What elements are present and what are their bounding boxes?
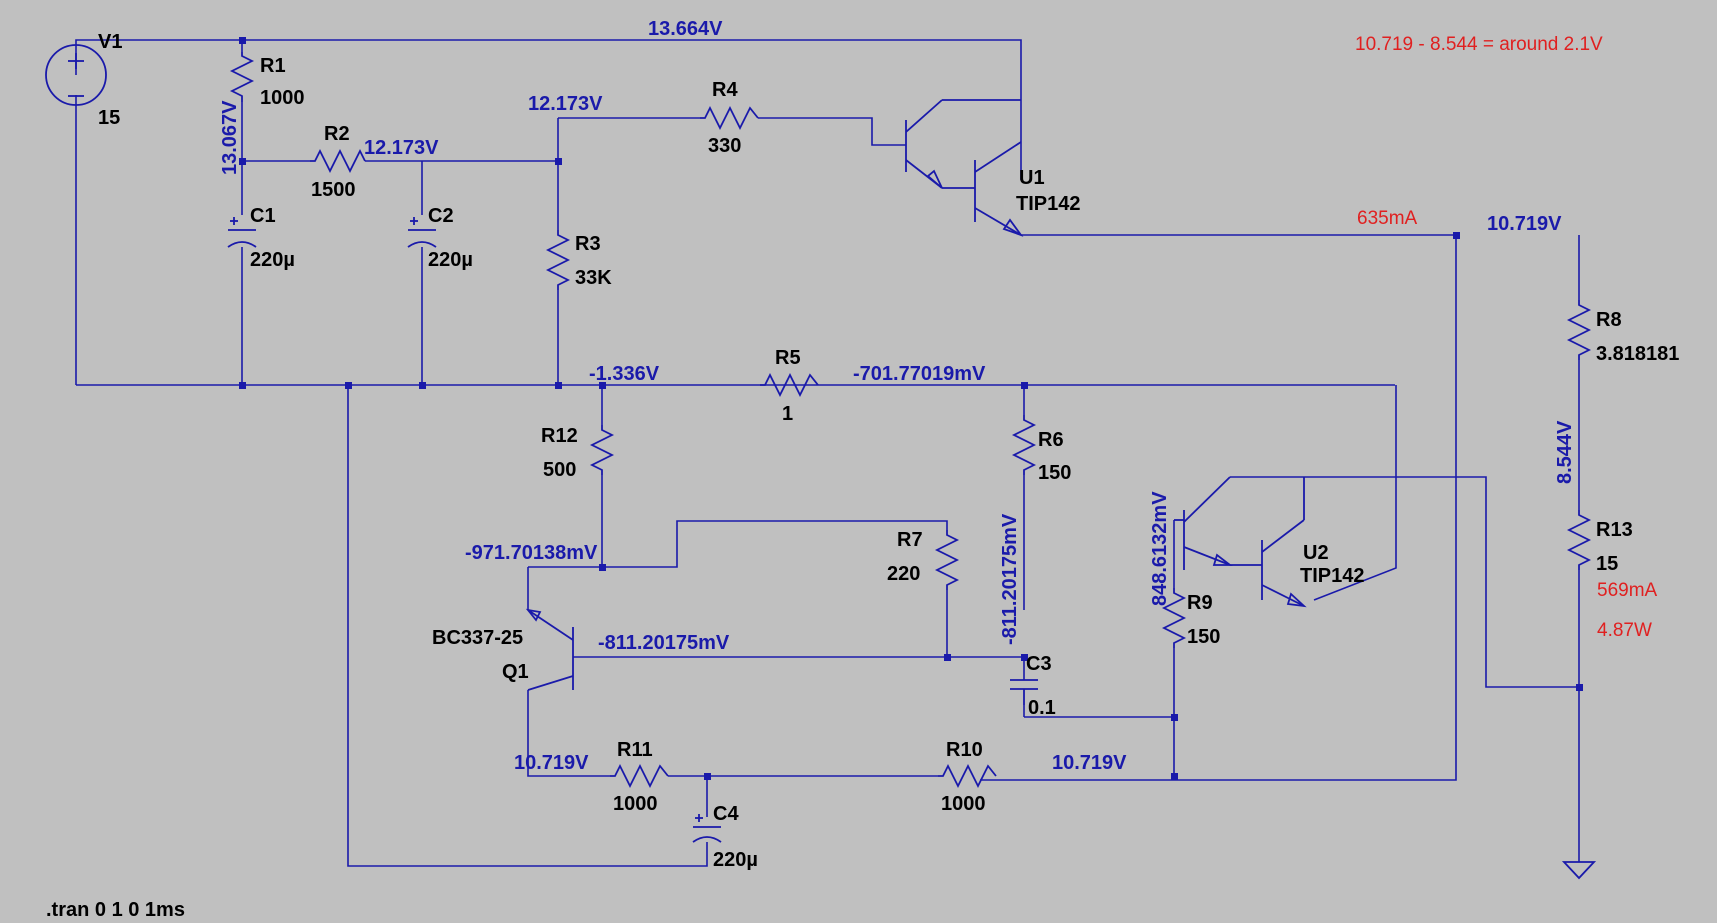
node-voltage-label: 10.719V (1052, 752, 1127, 774)
junction-dots (239, 37, 1583, 780)
r7-resistor (934, 530, 960, 590)
r9-resistor (1161, 588, 1187, 648)
node-voltage-label: 8.544V (1554, 420, 1576, 484)
v1-voltage-source (45, 44, 107, 106)
r1-resistor (229, 52, 255, 102)
r1-ref: R1 (260, 55, 286, 77)
q1-ref: BC337-25 (432, 627, 523, 649)
r11-value: 1000 (613, 793, 658, 815)
r8-resistor (1566, 300, 1592, 360)
r12-ref: R12 (541, 425, 578, 447)
r12-value: 500 (543, 459, 576, 481)
v1-ref: V1 (98, 31, 122, 53)
node-voltage-label: 13.664V (648, 18, 723, 40)
node-voltage-label: 12.173V (528, 93, 603, 115)
node-voltage-label: 13.067V (219, 100, 241, 175)
r8-ref: R8 (1596, 309, 1622, 331)
c3-value: 0.1 (1028, 697, 1056, 719)
c2-capacitor (407, 217, 437, 248)
r12-resistor (589, 425, 615, 475)
node-voltage-label: -811.20175mV (999, 513, 1021, 645)
r6-ref: R6 (1038, 429, 1064, 451)
r4-value: 330 (708, 135, 741, 157)
wires (75, 39, 1580, 867)
r3-value: 33K (575, 267, 612, 289)
r2-ref: R2 (324, 123, 350, 145)
r8-value: 3.818181 (1596, 343, 1679, 365)
node-voltage-label: 10.719V (1487, 213, 1562, 235)
spice-directive: .tran 0 1 0 1ms (46, 899, 185, 921)
c3-capacitor (1010, 679, 1038, 705)
u2-ref: U2 (1303, 542, 1329, 564)
r11-resistor (610, 763, 669, 789)
r2-value: 1500 (311, 179, 356, 201)
r11-ref: R11 (617, 739, 653, 761)
c1-capacitor (227, 217, 257, 248)
c1-ref: C1 (250, 205, 276, 227)
r13-ref: R13 (1596, 519, 1633, 541)
c4-capacitor (692, 814, 722, 843)
r4-ref: R4 (712, 79, 738, 101)
r9-ref: R9 (1187, 592, 1213, 614)
r3-ref: R3 (575, 233, 601, 255)
r3-resistor (545, 230, 571, 290)
c3-ref: C3 (1026, 653, 1052, 675)
node-voltage-label: -701.77019mV (853, 363, 986, 385)
u2-value: TIP142 (1300, 565, 1364, 587)
r7-ref: R7 (897, 529, 923, 551)
u1-value: TIP142 (1016, 193, 1080, 215)
r10-value: 1000 (941, 793, 986, 815)
r6-value: 150 (1038, 462, 1071, 484)
u2-darlington-transistor (1174, 476, 1307, 608)
r10-ref: R10 (946, 739, 983, 761)
r1-value: 1000 (260, 87, 305, 109)
u1-darlington-transistor (905, 99, 1024, 237)
current-annotation: 569mA (1597, 580, 1658, 601)
node-voltage-label: -811.20175mV (598, 632, 730, 654)
r10-resistor (938, 763, 997, 789)
q1-npn-transistor (525, 608, 574, 691)
node-voltage-label: 848.6132mV (1149, 491, 1171, 606)
c4-ref: C4 (713, 803, 739, 825)
r5-value: 1 (782, 403, 793, 425)
c2-ref: C2 (428, 205, 454, 227)
r13-value: 15 (1596, 553, 1618, 575)
r5-resistor (760, 372, 819, 398)
current-annotation: 635mA (1357, 208, 1418, 229)
ground-symbol (1561, 861, 1597, 880)
r4-resistor (700, 105, 759, 131)
r2-resistor (310, 148, 366, 174)
c1-value: 220µ (250, 249, 295, 271)
v1-value: 15 (98, 107, 120, 129)
c4-value: 220µ (713, 849, 758, 871)
node-voltage-label: 12.173V (364, 137, 439, 159)
r9-value: 150 (1187, 626, 1220, 648)
u1-ref: U1 (1019, 167, 1045, 189)
node-voltage-label: -1.336V (589, 363, 660, 385)
node-voltage-label: 10.719V (514, 752, 589, 774)
q1-value: Q1 (502, 661, 529, 683)
r5-ref: R5 (775, 347, 801, 369)
r7-value: 220 (887, 563, 920, 585)
r13-resistor (1566, 510, 1592, 570)
c2-value: 220µ (428, 249, 473, 271)
voltage-drop-note: 10.719 - 8.544 = around 2.1V (1355, 34, 1603, 55)
r6-resistor (1011, 415, 1037, 475)
node-voltage-label: -971.70138mV (465, 542, 598, 564)
power-annotation: 4.87W (1597, 620, 1652, 641)
